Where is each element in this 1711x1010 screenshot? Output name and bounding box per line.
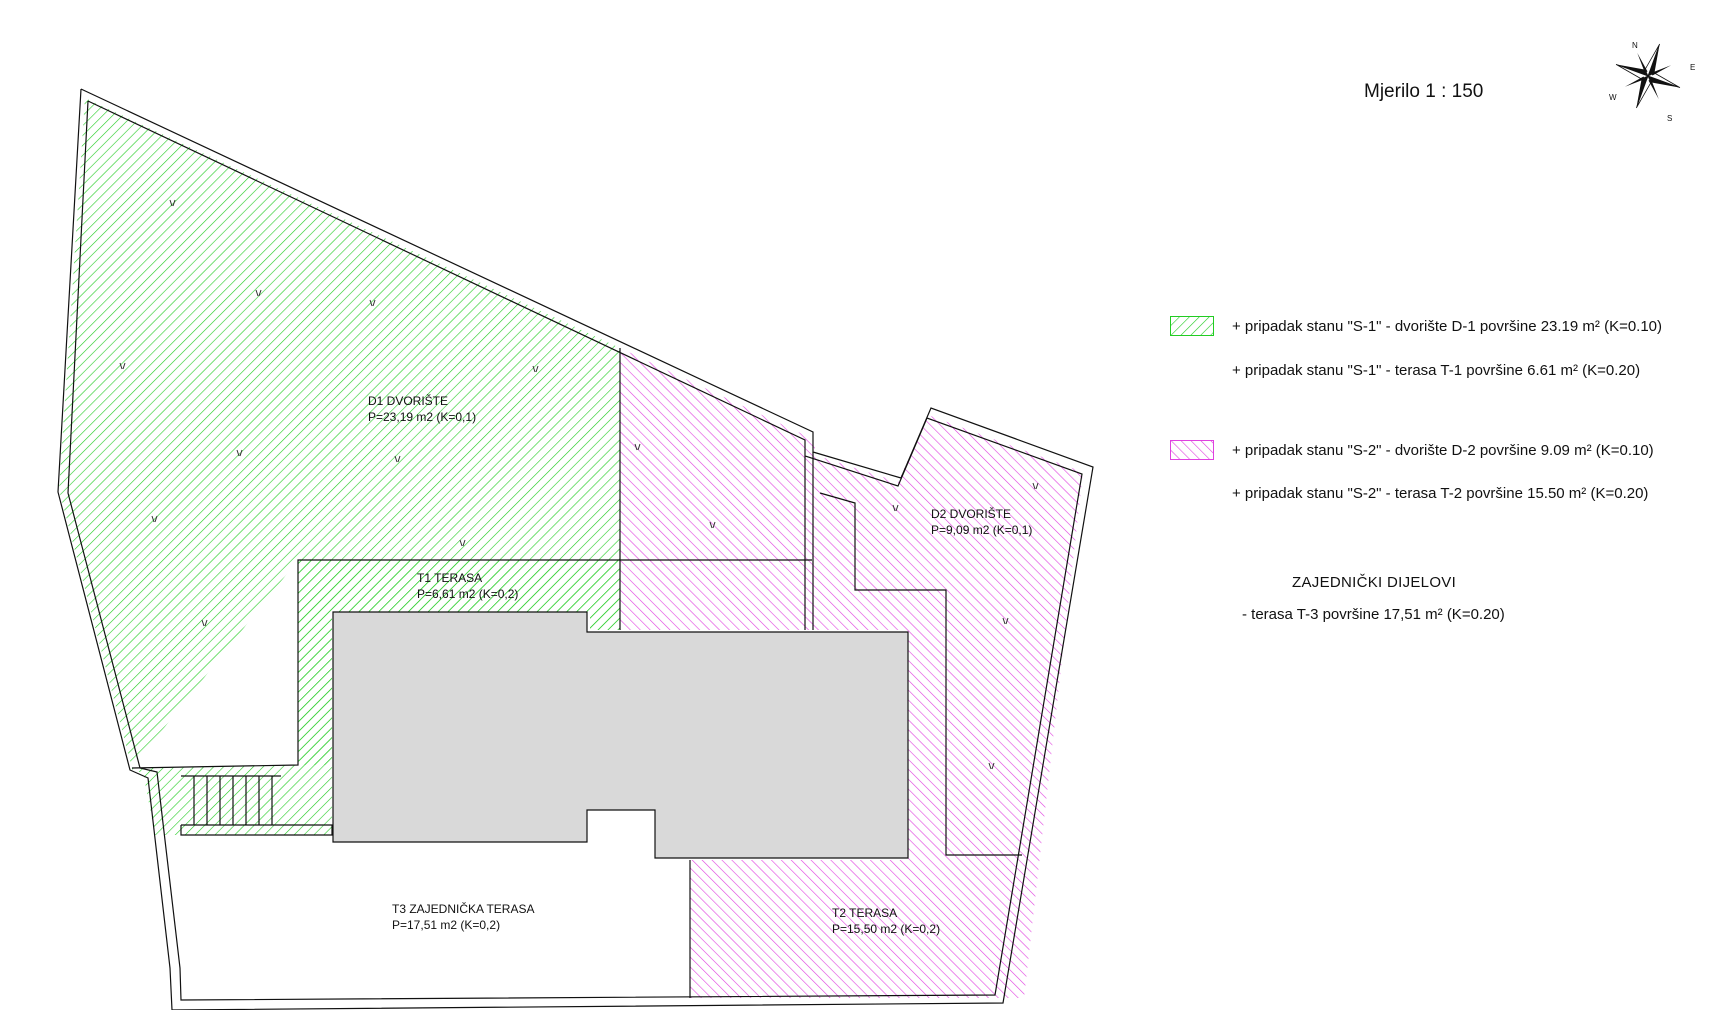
stairs (181, 775, 281, 825)
legend-item-s1-d1: + pripadak stanu "S-1" - dvorište D-1 po… (1232, 318, 1663, 335)
label-t1-name: T1 TERASA (417, 571, 482, 585)
scale-label: Mjerilo 1 : 150 (1364, 81, 1484, 102)
label-d1-name: D1 DVORIŠTE (368, 393, 448, 408)
legend-swatch-green (1170, 316, 1214, 336)
divider-d2-t2 (819, 492, 1022, 856)
compass-rose-icon (1615, 43, 1681, 109)
divider-t3-top (180, 824, 333, 836)
grass-marks (119, 199, 1039, 770)
common-parts-item-t3: - terasa T-3 površine 17,51 m² (K=0.20) (1242, 606, 1505, 623)
zone-upper-pink-strip (620, 560, 805, 630)
label-d1-area: P=23,19 m2 (K=0,1) (368, 410, 476, 424)
common-parts-title: ZAJEDNIČKI DIJELOVI (1292, 574, 1457, 591)
zone-t1-strip (132, 772, 332, 835)
label-t3-name: T3 ZAJEDNIČKA TERASA (392, 901, 534, 916)
legend-item-s2-d2: + pripadak stanu "S-2" - dvorište D-2 po… (1232, 442, 1654, 459)
label-t2-area: P=15,50 m2 (K=0,2) (832, 922, 940, 936)
compass-s: S (1667, 114, 1672, 123)
compass-n: N (1632, 41, 1638, 50)
legend-swatch-pink (1170, 440, 1214, 460)
legend-item-s1-t1: + pripadak stanu "S-1" - terasa T-1 povr… (1232, 362, 1641, 379)
zone-t1-terasa (132, 560, 620, 825)
label-t3-area: P=17,51 m2 (K=0,2) (392, 918, 500, 932)
label-d2-name: D2 DVORIŠTE (931, 506, 1011, 521)
compass-e: E (1690, 63, 1695, 72)
zone-d2-dvoriste (620, 348, 1083, 998)
label-d2-area: P=9,09 m2 (K=0,1) (931, 523, 1032, 537)
label-t1-area: P=6,61 m2 (K=0,2) (417, 587, 518, 601)
compass-w: W (1609, 93, 1617, 102)
divider-t1-top (131, 559, 812, 769)
label-t2-name: T2 TERASA (832, 906, 897, 920)
building-footprint (332, 611, 909, 859)
legend-item-s2-t2: + pripadak stanu "S-2" - terasa T-2 povr… (1232, 485, 1649, 502)
